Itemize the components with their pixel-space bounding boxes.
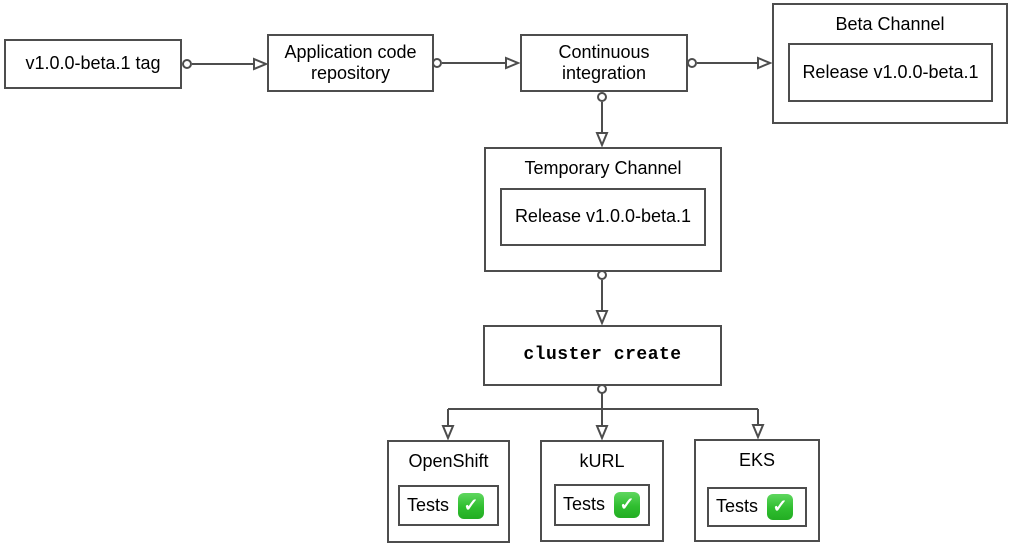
tests-passed-check-icon: ✓ (614, 492, 641, 518)
node-platform-eks: EKS Tests ✓ (694, 439, 820, 542)
node-cluster-create: cluster create (483, 325, 722, 386)
eks-tests-box: Tests ✓ (707, 487, 807, 527)
tests-passed-check-icon: ✓ (458, 492, 485, 519)
node-version-tag: v1.0.0-beta.1 tag (4, 39, 182, 89)
node-beta-channel: Beta Channel Release v1.0.0-beta.1 (772, 3, 1008, 124)
continuous-integration-label: Continuous integration (558, 41, 650, 83)
openshift-tests-label: Tests (407, 494, 450, 515)
platform-openshift-title: OpenShift (408, 451, 489, 471)
beta-channel-release-label: Release v1.0.0-beta.1 (802, 61, 979, 82)
app-code-repository-label: Application code repository (284, 41, 417, 83)
tests-passed-check-icon: ✓ (767, 494, 794, 520)
openshift-tests-box: Tests ✓ (398, 485, 499, 526)
node-app-code-repository: Application code repository (267, 34, 434, 92)
temporary-channel-title: Temporary Channel (524, 158, 682, 178)
cluster-create-label: cluster create (523, 344, 682, 365)
beta-channel-release-box: Release v1.0.0-beta.1 (788, 43, 993, 102)
eks-tests-label: Tests (716, 496, 759, 517)
platform-kurl-title: kURL (579, 451, 625, 471)
platform-eks-title: EKS (738, 450, 776, 470)
kurl-tests-box: Tests ✓ (554, 484, 650, 526)
version-tag-label: v1.0.0-beta.1 tag (25, 53, 161, 74)
temporary-channel-release-label: Release v1.0.0-beta.1 (514, 206, 692, 227)
check-glyph: ✓ (619, 494, 635, 515)
check-glyph: ✓ (772, 496, 788, 517)
node-temporary-channel: Temporary Channel Release v1.0.0-beta.1 (484, 147, 722, 272)
kurl-tests-label: Tests (563, 494, 606, 515)
node-continuous-integration: Continuous integration (520, 34, 688, 92)
beta-channel-title: Beta Channel (835, 14, 945, 34)
node-platform-kurl: kURL Tests ✓ (540, 440, 664, 542)
temporary-channel-release-box: Release v1.0.0-beta.1 (500, 188, 706, 246)
check-glyph: ✓ (463, 494, 479, 515)
node-platform-openshift: OpenShift Tests ✓ (387, 440, 510, 543)
